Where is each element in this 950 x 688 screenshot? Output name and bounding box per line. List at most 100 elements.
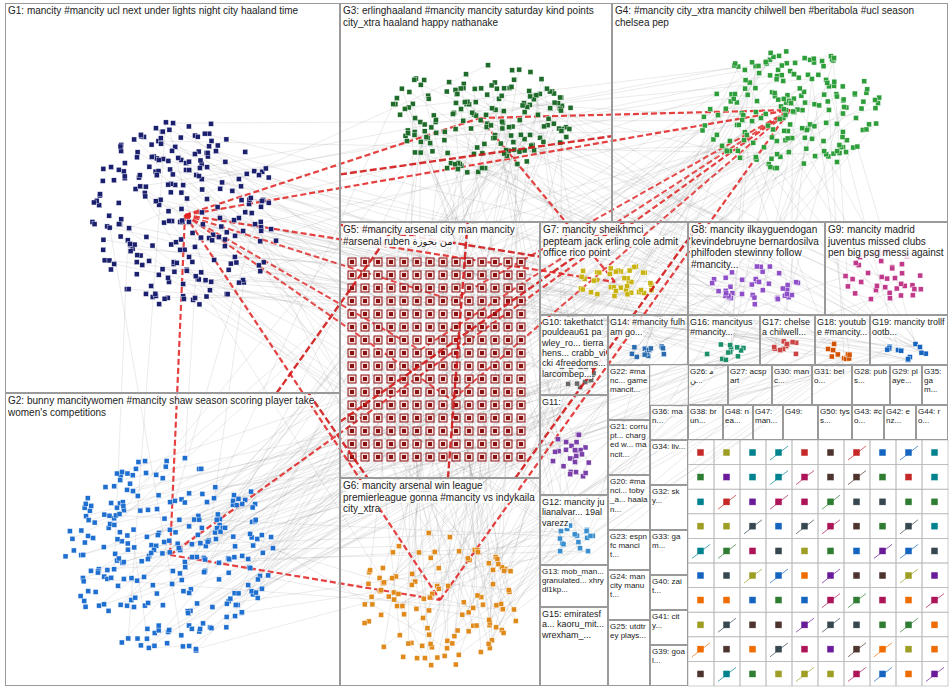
vertex-icon <box>625 292 630 297</box>
vertex-icon <box>376 390 380 394</box>
vertex-icon <box>361 297 369 305</box>
vertex-icon <box>767 264 772 269</box>
vertex-icon <box>465 556 470 561</box>
vertex-icon <box>786 150 791 155</box>
network-bundle <box>185 215 440 600</box>
vertex-icon <box>102 512 107 517</box>
vertex-icon <box>128 249 133 254</box>
vertex-icon <box>791 72 796 77</box>
vertex-icon <box>494 86 499 91</box>
vertex-icon <box>454 442 458 446</box>
vertex-icon <box>146 645 151 650</box>
vertex-icon <box>350 416 354 420</box>
vertex-icon <box>179 633 184 638</box>
vertex-icon <box>749 282 754 287</box>
vertex-icon <box>119 149 124 154</box>
vertex-icon <box>203 278 208 283</box>
vertex-icon <box>439 388 447 396</box>
vertex-icon <box>853 291 858 296</box>
vertex-icon <box>86 589 91 594</box>
network-link <box>404 144 484 457</box>
vertex-icon <box>561 542 566 547</box>
vertex-icon <box>387 414 395 422</box>
vertex-icon <box>533 93 538 98</box>
vertex-icon <box>608 266 613 271</box>
vertex-icon <box>243 149 248 154</box>
vertex-icon <box>83 501 88 506</box>
vertex-icon <box>480 351 484 355</box>
vertex-icon <box>379 588 384 593</box>
network-link <box>91 350 887 571</box>
vertex-icon <box>410 571 415 576</box>
vertex-icon <box>363 429 367 433</box>
vertex-icon <box>402 325 406 329</box>
vertex-icon <box>389 299 393 303</box>
vertex-icon <box>452 271 460 279</box>
vertex-icon <box>905 357 910 362</box>
vertex-icon <box>376 429 380 433</box>
vertex-icon <box>406 131 411 136</box>
vertex-icon <box>595 292 600 297</box>
vertex-icon <box>199 235 204 240</box>
vertex-icon <box>478 258 486 266</box>
vertex-icon <box>116 200 121 205</box>
network-link <box>81 349 783 555</box>
vertex-icon <box>155 533 160 538</box>
vertex-icon <box>198 158 203 163</box>
vertex-icon <box>374 349 382 357</box>
vertex-icon <box>777 271 782 276</box>
vertex-icon <box>416 550 421 555</box>
vertex-icon <box>225 292 230 297</box>
vertex-icon <box>494 603 499 608</box>
vertex-icon <box>852 91 857 96</box>
network-link <box>214 276 845 498</box>
vertex-icon <box>804 146 809 151</box>
vertex-icon <box>422 122 427 127</box>
vertex-icon <box>201 621 206 626</box>
vertex-icon <box>259 586 264 591</box>
vertex-icon <box>445 166 450 171</box>
vertex-icon <box>374 427 382 435</box>
vertex-icon <box>421 615 426 620</box>
vertex-icon <box>467 364 471 368</box>
vertex-icon <box>567 127 572 132</box>
vertex-icon <box>348 388 356 396</box>
vertex-icon <box>441 403 445 407</box>
vertex-icon <box>143 184 148 189</box>
vertex-icon <box>133 595 138 600</box>
vertex-icon <box>701 114 706 119</box>
vertex-icon <box>253 590 258 595</box>
vertex-icon <box>213 149 218 154</box>
vertex-icon <box>492 135 497 140</box>
vertex-icon <box>213 485 218 490</box>
vertex-icon <box>428 299 432 303</box>
vertex-icon <box>821 139 826 144</box>
vertex-icon <box>769 135 774 140</box>
vertex-icon <box>387 349 395 357</box>
vertex-icon <box>209 279 214 284</box>
vertex-icon <box>121 503 126 508</box>
vertex-icon <box>822 92 827 97</box>
vertex-icon <box>568 105 573 110</box>
vertex-icon <box>374 362 382 370</box>
vertex-icon <box>751 140 756 145</box>
vertex-icon <box>236 216 241 221</box>
vertex-icon <box>853 260 858 265</box>
vertex-icon <box>192 244 197 249</box>
vertex-icon <box>466 629 471 634</box>
vertex-icon <box>166 275 171 280</box>
vertex-icon <box>407 89 412 94</box>
vertex-icon <box>629 351 634 356</box>
vertex-icon <box>413 440 421 448</box>
vertex-icon <box>874 121 879 126</box>
vertex-icon <box>179 206 184 211</box>
vertex-icon <box>379 612 384 617</box>
vertex-icon <box>380 565 385 570</box>
vertex-icon <box>363 273 367 277</box>
vertex-icon <box>850 277 855 282</box>
vertex-icon <box>789 293 794 298</box>
vertex-icon <box>765 123 770 128</box>
vertex-icon <box>199 466 204 471</box>
vertex-icon <box>213 537 218 542</box>
vertex-icon <box>132 242 137 247</box>
